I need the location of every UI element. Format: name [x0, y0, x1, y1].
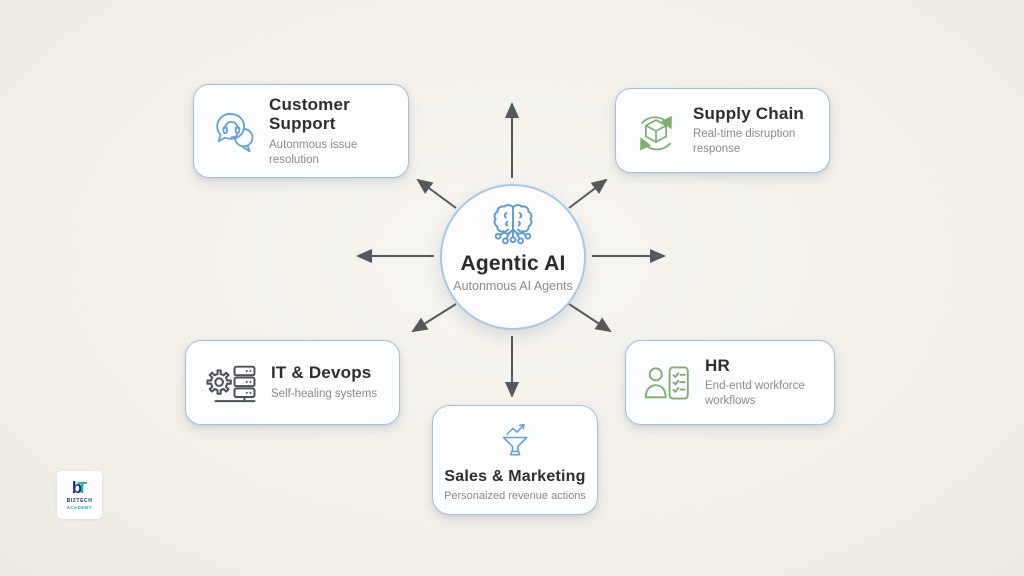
headset-chat-icon [209, 107, 257, 155]
hub-subtitle: Autonmous AI Agents [453, 279, 573, 293]
node-supply-chain: Supply Chain Real-time disruption respon… [615, 88, 830, 173]
node-title: Supply Chain [693, 103, 805, 123]
arrow-southeast [568, 303, 612, 333]
ai-brain-icon [485, 197, 541, 251]
box-cycle-icon [631, 106, 681, 156]
node-subtitle: Self-healing systems [271, 387, 378, 400]
node-subtitle: End-entd workforce workflows [705, 380, 805, 408]
logo-monogram-b: b [71, 477, 83, 497]
logo-monogram: bT [71, 477, 88, 497]
node-subtitle: Autonmous issue resolution [269, 138, 358, 166]
node-subtitle: Real-time disruption response [693, 128, 796, 156]
logo-name: BIZTECH [66, 498, 93, 505]
funnel-growth-icon [492, 417, 538, 463]
node-it-devops: IT & Devops Self-healing systems [185, 340, 400, 425]
person-checklist-icon [641, 359, 693, 407]
node-title: Sales & Marketing [444, 467, 586, 485]
logo-monogram-t: T [77, 479, 88, 497]
arrow-northwest [416, 178, 457, 209]
node-customer-support: Customer Support Autonmous issue resolut… [193, 84, 409, 178]
node-sales-marketing: Sales & Marketing Personaized revenue ac… [432, 405, 598, 515]
arrow-southwest [411, 303, 457, 333]
center-hub: Agentic AI Autonmous AI Agents [440, 184, 586, 330]
node-hr: HR End-entd workforce workflows [625, 340, 835, 425]
biztech-logo: bT BIZTECH ACADEMY [57, 471, 102, 519]
node-title: IT & Devops [271, 363, 372, 383]
gear-server-icon [201, 358, 259, 408]
hub-title: Agentic AI [460, 252, 566, 275]
node-title: Customer Support [269, 94, 350, 134]
node-subtitle: Personaized revenue actions [444, 490, 586, 503]
logo-subname: ACADEMY [66, 505, 93, 511]
arrow-northeast [568, 178, 608, 209]
node-title: HR [705, 355, 730, 375]
